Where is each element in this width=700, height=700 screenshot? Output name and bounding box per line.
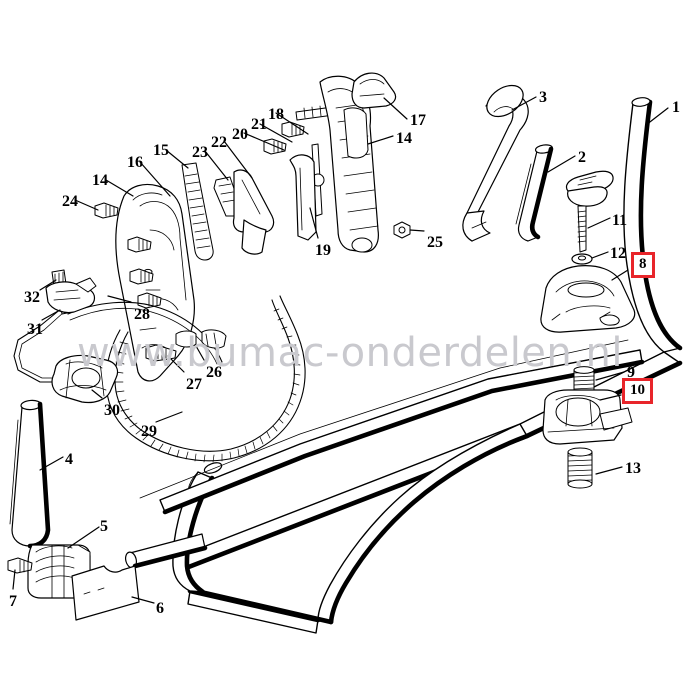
part-6-clamp-half — [71, 565, 140, 621]
callout-22: 22 — [211, 134, 227, 151]
callout-28: 28 — [134, 306, 150, 323]
callout-32: 32 — [24, 289, 40, 306]
handlebar-main-tube — [172, 97, 683, 634]
part-15-spring-strip — [181, 162, 214, 261]
callout-26: 26 — [206, 364, 222, 381]
parts-22-23-levers — [213, 169, 275, 255]
part-14-housing-right — [319, 75, 379, 253]
callout-12: 12 — [610, 245, 626, 262]
callout-29: 29 — [141, 423, 157, 440]
part-32-bracket — [45, 269, 97, 314]
callout-21: 21 — [251, 116, 267, 133]
callout-4: 4 — [65, 451, 73, 468]
part-2-tube — [515, 144, 554, 242]
callout-9: 9 — [627, 364, 635, 381]
callout-16: 16 — [127, 154, 143, 171]
callout-27: 27 — [186, 376, 202, 393]
part-19-lever — [289, 143, 325, 241]
part-8-cover — [540, 265, 636, 333]
callout-3: 3 — [539, 89, 547, 106]
callout-14a: 14 — [396, 130, 412, 147]
callout-7: 7 — [9, 593, 17, 610]
callout-5: 5 — [100, 518, 108, 535]
part-4-tube — [9, 399, 51, 549]
callout-20: 20 — [232, 126, 248, 143]
part-9-spring — [573, 366, 595, 393]
part-7-screw — [7, 557, 33, 574]
callout-2: 2 — [578, 149, 586, 166]
part-11-knob — [565, 170, 614, 253]
callout-10: 10 — [622, 378, 653, 404]
callout-24: 24 — [62, 193, 78, 210]
callout-15: 15 — [153, 142, 169, 159]
callout-11: 11 — [612, 212, 628, 229]
callout-19: 19 — [315, 242, 331, 259]
part-12-washer — [571, 253, 593, 265]
callout-1: 1 — [672, 99, 680, 116]
part-25-nut — [393, 221, 411, 239]
part-10-bracket — [542, 389, 633, 445]
callout-13: 13 — [625, 460, 641, 477]
callout-30: 30 — [104, 402, 120, 419]
part-13-spring — [567, 447, 593, 489]
callout-8: 8 — [631, 252, 655, 278]
part-26-fittings — [175, 329, 227, 349]
callout-18: 18 — [268, 106, 284, 123]
callout-14b: 14 — [92, 172, 108, 189]
callout-17: 17 — [410, 112, 426, 129]
callout-31: 31 — [27, 321, 43, 338]
lower-straight-tube — [124, 533, 208, 569]
part-3-grip — [462, 84, 529, 242]
callout-leader-lines — [12, 96, 669, 604]
callout-25: 25 — [427, 234, 443, 251]
callout-6: 6 — [156, 600, 164, 617]
part-30-clamp — [51, 354, 119, 404]
callout-23: 23 — [192, 144, 208, 161]
handlebar-rear-edge — [139, 339, 629, 499]
